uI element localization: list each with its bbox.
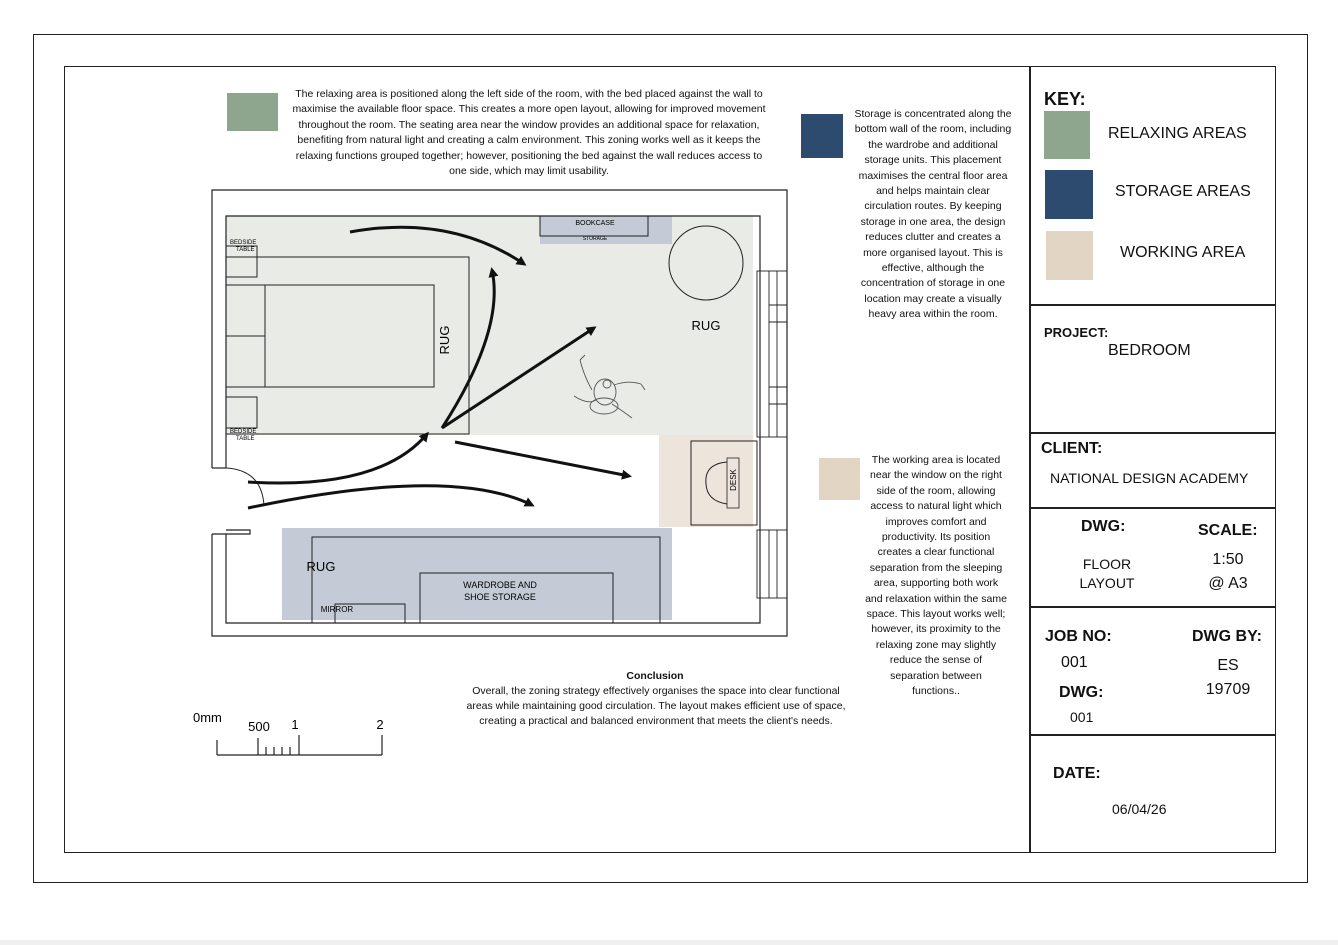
wardrobe [419, 572, 614, 624]
scale-value-line1: 1:50 [1212, 551, 1244, 568]
conclusion-text: Overall, the zoning strategy effectively… [466, 685, 846, 727]
dwg-no-label: DWG: [1059, 684, 1104, 701]
bedside-table-top-label: BEDSIDE TABLE [230, 240, 256, 253]
scale-bar [216, 735, 383, 756]
project-label: PROJECT: [1044, 325, 1109, 340]
svg-text:TABLE: TABLE [236, 436, 255, 442]
tb-divider-1 [1030, 304, 1276, 306]
key-relaxing-label: RELAXING AREAS [1108, 125, 1247, 142]
dwg-value-line1: FLOOR [1082, 556, 1132, 572]
svg-text:BEDSIDE: BEDSIDE [230, 429, 256, 435]
desk-top [726, 457, 740, 509]
mirror-label: MIRROR [321, 605, 354, 614]
outer-frame [33, 34, 1308, 883]
bookcase-label: BOOKCASE [575, 220, 615, 227]
storage-swatch [801, 114, 843, 158]
key-working-label: WORKING AREA [1120, 244, 1246, 261]
dwg-no-value: 001 [1070, 709, 1094, 725]
relaxing-description: The relaxing area is positioned along th… [292, 88, 766, 178]
wardrobe-label-line1: WARDROBE AND [463, 580, 537, 590]
scale-2-label: 2 [376, 717, 383, 732]
rug-bottom-label: RUG [307, 559, 336, 574]
scale-label: SCALE: [1198, 522, 1258, 539]
bookcase [539, 215, 649, 237]
person-figure [573, 354, 646, 419]
title-block-divider [1029, 66, 1031, 853]
rug-bed-label: RUG [437, 326, 452, 355]
key-title: KEY: [1044, 89, 1086, 109]
storage-label: STORAGE [583, 236, 608, 242]
dwg-by-label: DWG BY: [1192, 628, 1262, 645]
page-bottom-strip [0, 940, 1338, 945]
dwg-by-line1: ES [1217, 657, 1239, 674]
scale-value-line2: @ A3 [1208, 575, 1248, 592]
tb-divider-3 [1030, 507, 1276, 509]
bed [225, 256, 470, 435]
desk [690, 440, 758, 526]
wardrobe-label-line2: SHOE STORAGE [464, 592, 536, 602]
window-right-top [756, 270, 788, 438]
dwg-value-line2: LAYOUT [1079, 575, 1135, 591]
date-label: DATE: [1053, 765, 1101, 782]
client-value: NATIONAL DESIGN ACADEMY [1050, 470, 1249, 486]
desk-label: DESK [729, 468, 738, 490]
working-description: The working area is located near the win… [865, 454, 1007, 698]
circulation-arrows [247, 225, 632, 510]
conclusion-title: Conclusion [626, 670, 684, 682]
scale-1-label: 1 [291, 717, 298, 732]
relaxing-swatch [227, 93, 278, 131]
key-working-swatch [1046, 231, 1093, 280]
tb-divider-5 [1030, 734, 1276, 736]
bedside-table-bottom [225, 396, 258, 429]
storage-description: Storage is concentrated along the bottom… [854, 108, 1012, 321]
key-storage-label: STORAGE AREAS [1115, 183, 1251, 200]
mirror [334, 603, 406, 624]
tb-divider-2 [1030, 432, 1276, 434]
key-storage-swatch [1045, 170, 1093, 219]
svg-text:BEDSIDE: BEDSIDE [230, 240, 256, 246]
desk-chair [705, 461, 728, 505]
svg-text:TABLE: TABLE [236, 247, 255, 253]
job-no-value: 001 [1061, 654, 1088, 671]
window-right-bottom [756, 529, 788, 599]
project-value: BEDROOM [1108, 342, 1191, 359]
scale-500-label: 500 [248, 719, 270, 734]
bedside-table-bottom-label: BEDSIDE TABLE [230, 429, 256, 442]
inner-frame [64, 66, 1276, 853]
tb-divider-4 [1030, 606, 1276, 608]
dwg-label: DWG: [1081, 518, 1126, 535]
job-no-label: JOB NO: [1045, 628, 1112, 645]
key-relaxing-swatch [1044, 111, 1090, 159]
client-label: CLIENT: [1041, 440, 1103, 457]
dwg-by-line2: 19709 [1205, 681, 1251, 698]
bedside-table-top [225, 245, 258, 278]
door-swing [225, 467, 265, 507]
round-rug [668, 225, 744, 301]
rug-right-label: RUG [692, 318, 721, 333]
scale-zero-label: 0mm [193, 710, 222, 725]
storage-zone-bottom [282, 528, 672, 620]
date-value: 06/04/26 [1112, 801, 1167, 817]
working-swatch [819, 458, 860, 500]
storage-zone-bookcase [540, 216, 672, 244]
